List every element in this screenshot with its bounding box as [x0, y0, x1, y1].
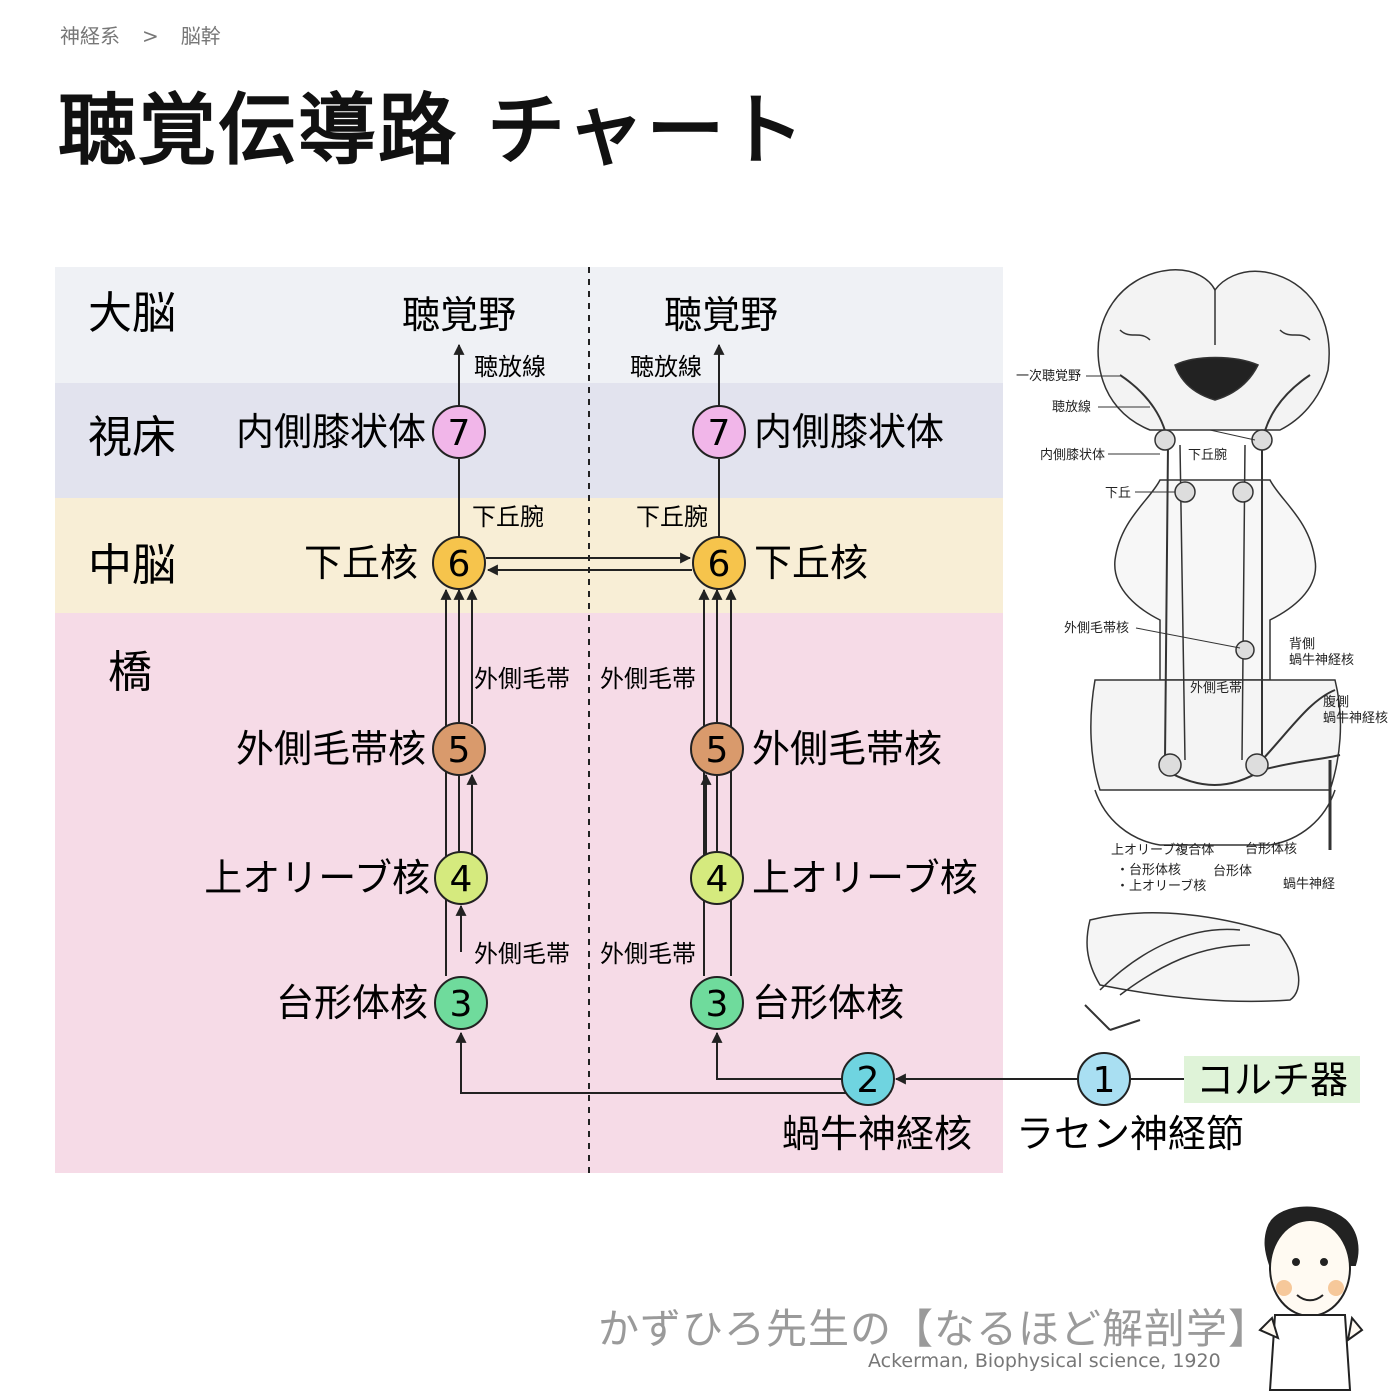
node-3L[interactable]: 3	[434, 976, 488, 1030]
band-label-pons: 橋	[108, 647, 152, 698]
illus-label-superior-olivary-complex: 上オリーブ複合体	[1111, 842, 1214, 858]
band-thalamus	[55, 383, 1003, 498]
node-4R-number: 4	[706, 859, 729, 900]
illus-label-ventral-cochlear: 腹側	[1323, 694, 1349, 710]
node-4L[interactable]: 4	[434, 851, 488, 905]
band-label-thalamus: 視床	[88, 412, 176, 463]
label-cochlear-nucleus: 蝸牛神経核	[782, 1112, 972, 1156]
band-midbrain	[55, 498, 1003, 613]
node-5L[interactable]: 5	[432, 722, 486, 776]
illus-label-primary-auditory-cortex: 一次聴覚野	[1016, 368, 1081, 384]
label-lemniscus-lower-right: 外側毛帯	[600, 940, 696, 968]
node-labels: ラセン神経節 蝸牛神経核 台形体核 台形体核 上オリーブ核 上オリーブ核 外側毛…	[204, 293, 1244, 1156]
node-7R[interactable]: 7	[692, 405, 746, 459]
arrow-2-3R	[711, 1031, 842, 1080]
illus-label-dorsal-cochlear-2: 蝸牛神経核	[1289, 653, 1354, 668]
node-3L-number: 3	[450, 984, 473, 1025]
illustration-labels: 一次聴覚野 聴放線 内側膝状体 下丘腕 下丘 外側毛帯核 背側 蝸牛神経核 外側…	[1016, 368, 1388, 894]
band-label-cerebrum: 大脳	[88, 288, 176, 339]
label-superior-olive-left: 上オリーブ核	[204, 856, 430, 900]
breadcrumb-separator: >	[142, 24, 159, 48]
illus-label-lateral-lemniscus: 外側毛帯	[1190, 681, 1242, 696]
node-7L[interactable]: 7	[432, 405, 486, 459]
label-radiation-left: 聴放線	[474, 353, 546, 381]
node-3R-number: 3	[706, 984, 729, 1025]
nodes: 1 2 3 3 4 4 5 5 6 6 7 7	[432, 405, 1131, 1106]
band-label-midbrain: 中脳	[88, 540, 176, 591]
node-5R-number: 5	[706, 730, 729, 771]
label-inferior-colliculus-right: 下丘核	[754, 541, 868, 585]
node-2[interactable]: 2	[841, 1052, 895, 1106]
band-cerebrum	[55, 267, 1003, 383]
node-1-number: 1	[1093, 1060, 1116, 1101]
node-6R-number: 6	[708, 544, 731, 585]
label-lateral-lemniscus-nucleus-right: 外側毛帯核	[752, 727, 942, 771]
node-6R[interactable]: 6	[692, 536, 746, 590]
pathway-lines	[440, 343, 1184, 1094]
label-mgb-right: 内側膝状体	[754, 410, 944, 454]
node-5R[interactable]: 5	[690, 722, 744, 776]
footer-credit: Ackerman, Biophysical science, 1920	[868, 1350, 1221, 1372]
footer-brand: かずひろ先生の【なるほど解剖学】	[598, 1305, 1270, 1353]
illus-label-auditory-radiation: 聴放線	[1052, 399, 1091, 415]
brainstem-illustration	[1084, 269, 1342, 1031]
node-3R[interactable]: 3	[690, 976, 744, 1030]
breadcrumb-current[interactable]: 脳幹	[180, 24, 221, 48]
illus-label-trapezoid-item: ・台形体核	[1116, 863, 1181, 878]
label-lemniscus-upper-left: 外側毛帯	[474, 665, 570, 693]
illus-label-brachium: 下丘腕	[1188, 447, 1227, 463]
node-4R[interactable]: 4	[690, 851, 744, 905]
illus-label-cochlear-nerve: 蝸牛神経	[1283, 877, 1335, 892]
illus-label-mgb: 内側膝状体	[1040, 447, 1105, 463]
label-radiation-right: 聴放線	[630, 353, 702, 381]
illus-label-superior-olive-item: ・上オリーブ核	[1116, 878, 1206, 894]
illus-label-inferior-colliculus: 下丘	[1105, 486, 1131, 501]
arrow-2-3L	[455, 1031, 848, 1094]
label-auditory-cortex-right: 聴覚野	[664, 293, 778, 337]
illus-label-lateral-lemniscus-nucleus: 外側毛帯核	[1064, 621, 1129, 636]
organ-of-corti-box	[1184, 1056, 1360, 1103]
mascot-avatar	[1258, 1206, 1364, 1391]
node-7L-number: 7	[448, 413, 471, 454]
node-1[interactable]: 1	[1077, 1052, 1131, 1106]
label-brachium-left: 下丘腕	[472, 503, 544, 531]
node-4L-number: 4	[450, 859, 473, 900]
organ-of-corti-label: コルチ器	[1196, 1058, 1348, 1102]
pathway-labels: 聴放線 聴放線 下丘腕 下丘腕 外側毛帯 外側毛帯 外側毛帯 外側毛帯	[472, 353, 708, 968]
node-5L-number: 5	[448, 730, 471, 771]
breadcrumb-parent[interactable]: 神経系	[60, 24, 120, 48]
illus-label-dorsal-cochlear: 背側	[1289, 637, 1315, 652]
illus-label-trapezoid-body: 台形体	[1213, 864, 1252, 879]
label-auditory-cortex-left: 聴覚野	[402, 293, 516, 337]
label-spiral-ganglion: ラセン神経節	[1016, 1112, 1244, 1156]
label-lateral-lemniscus-nucleus-left: 外側毛帯核	[236, 727, 426, 771]
node-6L-number: 6	[448, 544, 471, 585]
illus-label-ventral-cochlear-2: 蝸牛神経核	[1323, 711, 1388, 726]
node-7R-number: 7	[708, 413, 731, 454]
node-6L[interactable]: 6	[432, 536, 486, 590]
label-brachium-right: 下丘腕	[636, 503, 708, 531]
label-trapezoid-left: 台形体核	[276, 981, 428, 1025]
illus-label-trapezoid-nucleus: 台形体核	[1245, 842, 1297, 857]
page-title: 聴覚伝導路 チャート	[58, 86, 807, 176]
label-trapezoid-right: 台形体核	[752, 981, 904, 1025]
label-mgb-left: 内側膝状体	[236, 410, 426, 454]
node-2-number: 2	[857, 1060, 880, 1101]
label-inferior-colliculus-left: 下丘核	[304, 541, 418, 585]
label-lemniscus-upper-right: 外側毛帯	[600, 665, 696, 693]
label-lemniscus-lower-left: 外側毛帯	[474, 940, 570, 968]
label-superior-olive-right: 上オリーブ核	[752, 856, 978, 900]
breadcrumb: 神経系 > 脳幹	[60, 20, 221, 49]
